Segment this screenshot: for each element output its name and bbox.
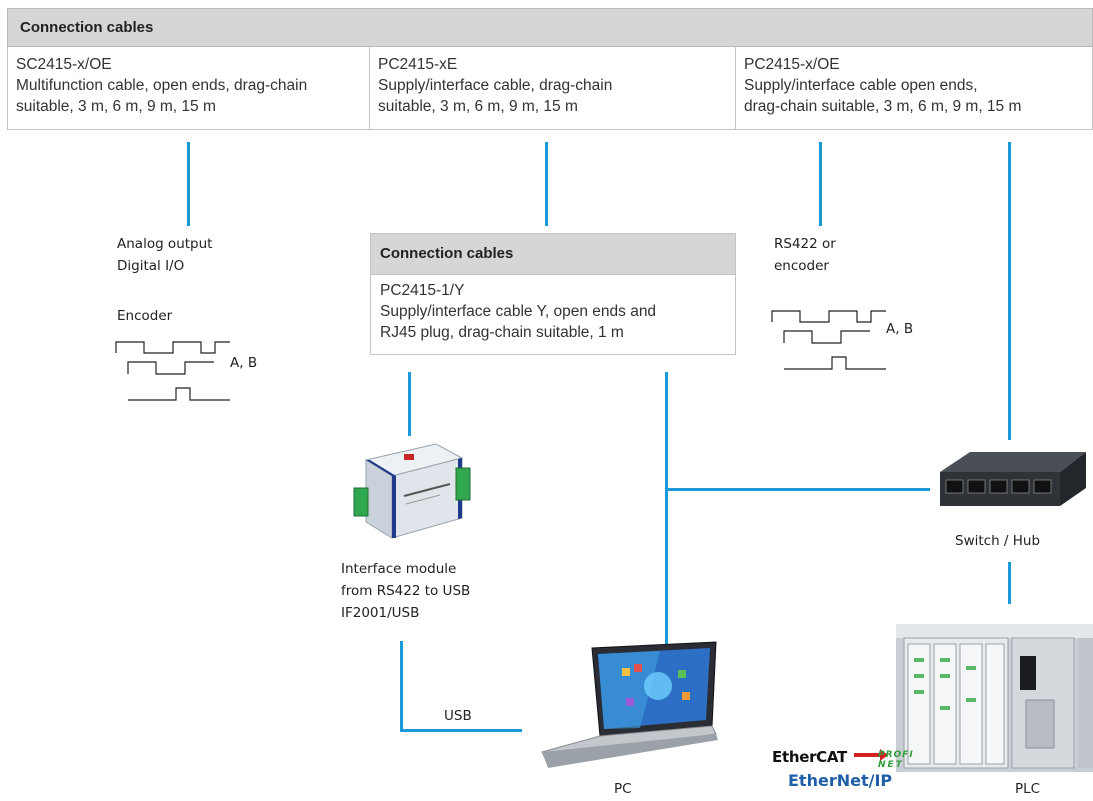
cable-desc-2: suitable, 3 m, 6 m, 9 m, 15 m	[16, 98, 216, 115]
connection-cables-y-box: Connection cables PC2415-1/Y Supply/inte…	[370, 233, 736, 355]
label-rs422: RS422 or	[774, 236, 836, 252]
connection-cables-header: Connection cables	[7, 8, 1093, 47]
ethercat-text: EtherCAT	[772, 748, 847, 766]
cable-cell-sc2415: SC2415-x/OE Multifunction cable, open en…	[7, 47, 370, 130]
profinet-text-2: NET	[878, 760, 904, 770]
sub-box-desc-1: Supply/interface cable Y, open ends and	[380, 303, 657, 320]
header-title: Connection cables	[20, 19, 154, 36]
ethercat-arrow-icon	[853, 749, 888, 761]
connector-line-sc2415	[187, 142, 190, 226]
label-usb: USB	[444, 708, 472, 724]
label-interface-model: IF2001/USB	[341, 605, 420, 621]
label-switch-hub: Switch / Hub	[955, 533, 1041, 549]
connector-line-ethernet	[665, 488, 930, 491]
profinet-logo: PROFI NET	[878, 750, 928, 770]
connector-line-pc2415-oe	[819, 142, 822, 226]
cable-code: SC2415-x/OE	[16, 56, 112, 73]
cable-desc-1: Supply/interface cable open ends,	[744, 77, 978, 94]
label-ab-left: A, B	[230, 355, 257, 371]
cable-desc-2: drag-chain suitable, 3 m, 6 m, 9 m, 15 m	[744, 98, 1022, 115]
laptop-image	[541, 641, 718, 768]
label-pc: PC	[614, 781, 632, 797]
plc-image	[896, 624, 1093, 772]
sub-box-title: Connection cables	[371, 234, 735, 275]
label-interface-module: Interface module	[341, 561, 457, 577]
cable-desc-2: suitable, 3 m, 6 m, 9 m, 15 m	[378, 98, 578, 115]
label-interface-rs422-usb: from RS422 to USB	[341, 583, 471, 599]
connector-line-usb-vertical	[400, 641, 403, 731]
cable-cell-pc2415-xe: PC2415-xE Supply/interface cable, drag-c…	[369, 47, 736, 130]
encoder-waveform-left: A, B	[115, 341, 257, 401]
connector-line-switch	[1008, 142, 1011, 440]
cable-desc-1: Multifunction cable, open ends, drag-cha…	[16, 77, 308, 94]
label-ab-right: A, B	[886, 321, 913, 337]
ethercat-logo: EtherCAT	[772, 748, 890, 766]
label-encoder: Encoder	[117, 308, 173, 324]
connector-line-pc2415-xe	[545, 142, 548, 226]
cable-code: PC2415-xE	[378, 56, 458, 73]
cable-desc-1: Supply/interface cable, drag-chain	[378, 77, 613, 94]
sub-box-code: PC2415-1/Y	[380, 282, 465, 299]
cable-cell-pc2415-oe: PC2415-x/OE Supply/interface cable open …	[735, 47, 1093, 130]
interface-module-image	[353, 443, 471, 539]
ethernetip-logo: EtherNet/IP	[788, 771, 893, 790]
label-analog-output: Analog output	[117, 236, 213, 252]
sub-box-desc-2: RJ45 plug, drag-chain suitable, 1 m	[380, 324, 624, 341]
connector-line-usb-horizontal	[400, 729, 522, 732]
label-plc: PLC	[1015, 781, 1041, 797]
connector-line-plc	[1008, 562, 1011, 604]
connector-line-pc	[665, 372, 668, 648]
profinet-text-1: PROFI	[878, 750, 914, 760]
label-encoder-right: encoder	[774, 258, 829, 274]
encoder-waveform-right: A, B	[771, 310, 913, 370]
cable-code: PC2415-x/OE	[744, 56, 840, 73]
switch-image	[940, 452, 1086, 506]
connector-line-interface	[408, 372, 411, 436]
label-digital-io: Digital I/O	[117, 258, 185, 274]
